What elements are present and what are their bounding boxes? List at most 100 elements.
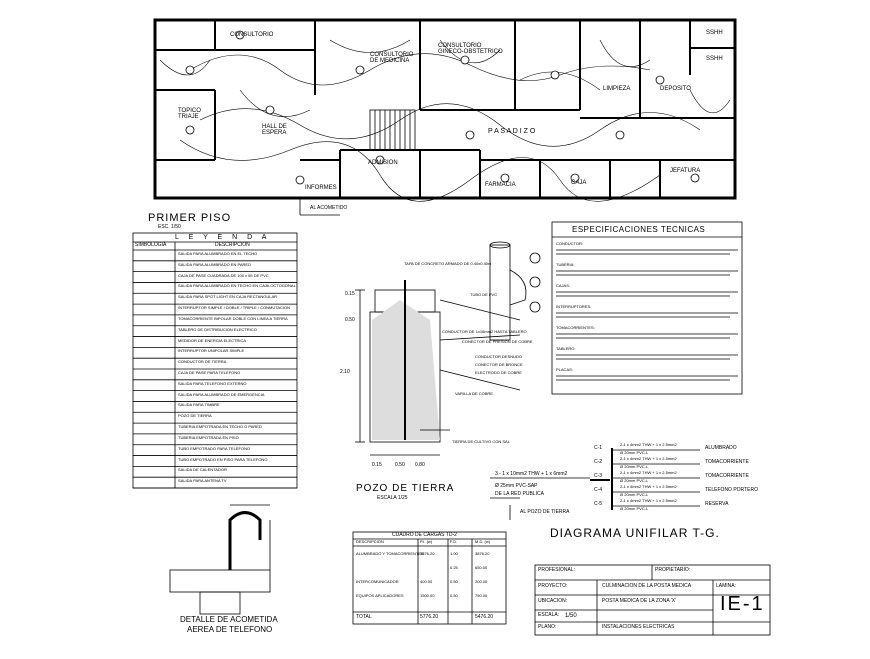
unifilar-pipe-spec: Ø 20mm PVC-L xyxy=(620,478,649,483)
unifilar-circuit-id: C-5 xyxy=(594,501,603,507)
spec-section-heading: CONDUCTOR: xyxy=(556,241,584,246)
legend-row-desc: TABLERO DE DISTRIBUCION ELECTRICO xyxy=(178,326,257,332)
spec-section-heading: CAJAS: xyxy=(556,283,571,288)
unifilar-circuit-id: C-3 xyxy=(594,473,603,479)
pozo-dim: 0.80 xyxy=(415,462,425,468)
unifilar-pozo-label: AL POZO DE TIERRA xyxy=(520,509,570,515)
spec-text-lines xyxy=(556,249,738,381)
legend-row-desc: SALIDA PARA TELEFONO EXTERNO xyxy=(178,380,247,386)
tb-lamina-label: LAMINA: xyxy=(716,583,737,589)
legend-row-desc: SALIDA PARA ANTENA TV xyxy=(178,478,227,484)
legend-row-desc: SALIDA PARA ALUMBRADO EN EL TECHO xyxy=(178,251,258,256)
plan-scale: ESC. 1/50 xyxy=(158,224,181,230)
legend-row-lines xyxy=(133,260,297,489)
spec-section-heading: TOMACORRIENTES: xyxy=(556,325,595,330)
unifilar-cable-spec: 2-1 x 4mm2 THW + 1 x 2.5mm2 xyxy=(620,470,677,475)
legend-col-desc: DESCRIPCION xyxy=(215,242,250,248)
pozo-note: VARILLA DE COBRE xyxy=(455,391,493,396)
unifilar-diagram xyxy=(490,448,613,520)
legend-row-desc: CAJA DE PASE CUADRADA DE 100 x 55 DE PVC xyxy=(178,272,269,278)
cuadro-total-label: TOTAL xyxy=(356,614,372,620)
legend-row-desc: SALIDA DE CALENTADOR xyxy=(178,467,227,473)
legend-title: L E Y E N D A xyxy=(175,234,271,241)
circuit-wiring xyxy=(159,39,731,202)
unifilar-circuit-id: C-1 xyxy=(594,445,603,451)
cuadro-cell: 3876.20 xyxy=(420,551,435,556)
spec-section-heading: PLACAS: xyxy=(556,367,573,372)
legend-row-desc: TUBO EMPOTRADO PARA TELEFONO xyxy=(178,445,251,451)
acometida-title-1: DETALLE DE ACOMETIDA xyxy=(180,615,278,624)
acometida-detail xyxy=(169,504,271,615)
light-outlets xyxy=(185,30,700,185)
unifilar-pipe-spec: Ø 20mm PVC-L xyxy=(620,492,649,497)
legend-row-desc: CONDUCTOR DE TIERRA xyxy=(178,359,227,365)
unifilar-title: DIAGRAMA UNIFILAR T-G. xyxy=(550,526,720,540)
cuadro-title: CUADRO DE CARGAS TD-2 xyxy=(392,532,457,538)
unifilar-cable-spec: 2-1 x 4mm2 THW + 1 x 2.5mm2 xyxy=(620,484,677,489)
exterior-walls xyxy=(153,18,737,200)
legend-row-desc: CAJA DE PASE PARA TELEFONO xyxy=(178,370,241,375)
clamp-detail xyxy=(489,241,541,341)
room-label-consultorio-gineco: CONSULTORIO GINECO-OBSTETRICO xyxy=(438,43,503,55)
cuadro-cell: ALUMBRADO Y TOMACORRIENTES xyxy=(356,551,424,556)
unifilar-pipe-spec: Ø 20mm PVC-L xyxy=(620,506,649,511)
tb-proyecto: CULMINACION DE LA POSTA MEDICA xyxy=(602,583,692,589)
cuadro-header-cell: P.I. (w) xyxy=(420,539,433,544)
unifilar-circuit-label: TOMACORRIENTE xyxy=(705,459,749,465)
pozo-note: ELECTRODO DE COBRE xyxy=(475,370,522,375)
room-label-topico: TOPICO TRIAJE xyxy=(178,108,201,120)
room-label-sshh-b: SSHH xyxy=(706,56,723,62)
cuadro-cell: 3876.20 xyxy=(475,551,490,556)
legend-col-symbol: SIMBOLOGIA xyxy=(135,242,167,248)
cuadro-cell: 0.50 xyxy=(450,579,458,584)
room-label-admision: ADMISION xyxy=(368,160,398,166)
spec-section-heading: TABLERO: xyxy=(556,346,576,351)
room-label-jefatura: JEFATURA xyxy=(670,168,701,174)
unifilar-circuit-label: TOMACORRIENTE xyxy=(705,473,749,479)
pozo-note: CONDUCTOR DE 1x16mm2 HASTA TABLERO xyxy=(442,329,527,334)
unifilar-pipe-spec: Ø 20mm PVC-L xyxy=(620,450,649,455)
pozo-note: CONECTOR DE PRESION DE COBRE xyxy=(462,339,533,344)
plan-title: PRIMER PISO xyxy=(148,212,232,224)
tb-escala: 1/50 xyxy=(565,613,577,619)
specs-box xyxy=(551,221,743,395)
pozo-dim: 2.10 xyxy=(340,369,350,375)
pozo-note: CONECTOR DE BRONCE xyxy=(475,362,523,367)
legend-row-desc: TUBERIA EMPOTRADA EN TECHO O PARED xyxy=(178,424,262,430)
legend-row-desc: TUBO EMPOTRADO EN PISO PARA TELEFONO xyxy=(178,456,268,462)
unifilar-pipe-spec: Ø 20mm PVC-L xyxy=(620,464,649,469)
spec-section-heading: INTERRUPTORES: xyxy=(556,304,592,309)
tb-sheet: IE-1 xyxy=(720,593,765,615)
cuadro-cell: EQUIPOS APLICADORES xyxy=(356,593,404,598)
legend-row-desc: SALIDA PARA SPOT LIGHT EN CAJA RECTANGUL… xyxy=(178,294,278,300)
unifilar-circuit-label: ALUMBRADO xyxy=(705,445,737,451)
pozo-scale: ESCALA 1/25 xyxy=(377,495,408,501)
cuadro-cell: 650.00 xyxy=(475,565,488,570)
pozo-detail xyxy=(355,280,521,456)
tb-profesional: PROFESIONAL: xyxy=(538,567,575,573)
cuadro-total-md: 5476.20 xyxy=(475,614,494,620)
cuadro-cell: 200.00 xyxy=(475,579,488,584)
tb-proyecto-label: PROYECTO: xyxy=(538,583,568,589)
specs-title: ESPECIFICACIONES TECNICAS xyxy=(572,225,706,234)
cuadro-cell: 1.00 xyxy=(450,551,458,556)
unifilar-feed-from: DE LA RED PUBLICA xyxy=(495,491,544,497)
room-label-pasadizo: P A S A D I Z O xyxy=(488,128,536,135)
acometida-note: AL ACOMETIDO xyxy=(310,205,348,211)
unifilar-feed: 3 - 1 x 10mm2 THW + 1 x 6mm2 xyxy=(495,471,568,477)
legend-row-desc: TOMACORRIENTE BIPOLAR DOBLE CON LINEA A … xyxy=(178,315,288,321)
room-label-sshh-a: SSHH xyxy=(706,30,723,36)
cuadro-cell: INTERCOMUNICADOR xyxy=(356,579,399,584)
room-label-farmacia: FARMACIA xyxy=(485,182,516,188)
cuadro-cell: 0.50 xyxy=(450,593,458,598)
acometida-title-2: AEREA DE TELEFONO xyxy=(187,625,273,634)
legend-row-desc: SALIDA PARA ALUMBRADO DE EMERGENCIA xyxy=(178,391,265,397)
pozo-dim: 0.50 xyxy=(345,317,355,323)
cuadro-cargas xyxy=(352,531,507,625)
floor-plan xyxy=(153,18,737,216)
unifilar-circuit-lines xyxy=(612,449,700,507)
legend-row-desc: SALIDA PARA ALUMBRADO EN PARED xyxy=(178,261,251,267)
pozo-note: TUBO DE PVC xyxy=(470,292,498,297)
cuadro-header-cell: F.D. xyxy=(450,539,458,544)
